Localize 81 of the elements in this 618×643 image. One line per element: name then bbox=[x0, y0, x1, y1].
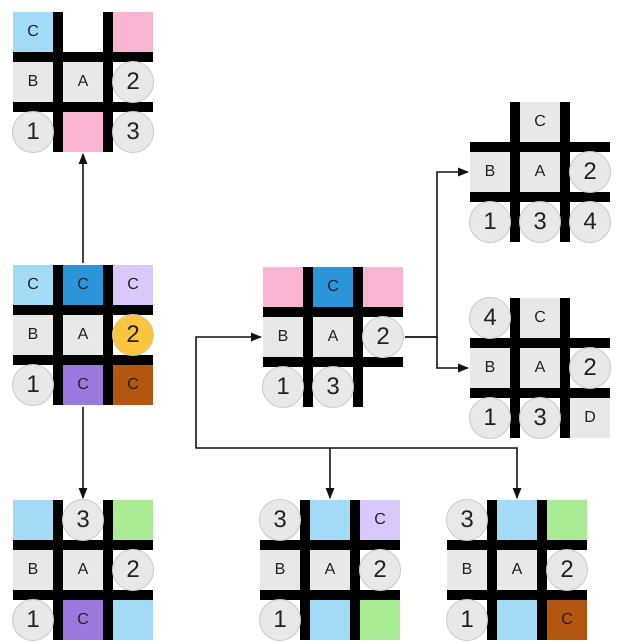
colored-square bbox=[310, 500, 350, 540]
letter-square: A bbox=[63, 550, 103, 590]
tic-tac-toe-grid bbox=[470, 102, 610, 242]
number-token: 1 bbox=[469, 201, 511, 243]
letter-square: C bbox=[13, 12, 53, 52]
colored-square bbox=[113, 12, 153, 52]
number-token: 3 bbox=[519, 397, 561, 439]
arrow bbox=[78, 152, 88, 263]
number-token: 4 bbox=[469, 297, 511, 339]
letter-square: C bbox=[520, 298, 560, 338]
tic-tac-toe-grid bbox=[13, 265, 153, 405]
colored-square bbox=[497, 500, 537, 540]
number-token: 1 bbox=[469, 397, 511, 439]
number-token: 2 bbox=[112, 549, 154, 591]
letter-square: C bbox=[520, 102, 560, 142]
colored-square bbox=[113, 600, 153, 640]
number-token: 2 bbox=[569, 347, 611, 389]
colored-square bbox=[547, 500, 587, 540]
number-token: 2 bbox=[362, 316, 404, 358]
number-token: 2 bbox=[569, 151, 611, 193]
letter-square: A bbox=[63, 62, 103, 102]
tic-tac-toe-grid bbox=[447, 500, 587, 640]
letter-square: C bbox=[113, 365, 153, 405]
colored-square bbox=[360, 600, 400, 640]
tic-tac-toe-grid bbox=[263, 267, 403, 407]
colored-square bbox=[63, 112, 103, 152]
letter-square: C bbox=[313, 267, 353, 307]
letter-square: B bbox=[470, 152, 510, 192]
letter-square: A bbox=[310, 550, 350, 590]
arrow bbox=[330, 447, 522, 500]
letter-square: C bbox=[63, 265, 103, 305]
tic-tac-toe-grid bbox=[470, 298, 610, 438]
number-token: 2 bbox=[359, 549, 401, 591]
number-token: 3 bbox=[62, 499, 104, 541]
arrow bbox=[326, 448, 334, 500]
tic-tac-toe-grid bbox=[260, 500, 400, 640]
letter-square: A bbox=[313, 317, 353, 357]
number-token: 2 bbox=[546, 549, 588, 591]
tic-tac-toe-grid bbox=[13, 500, 153, 640]
letter-square: B bbox=[470, 348, 510, 388]
letter-square: B bbox=[13, 550, 53, 590]
letter-square: B bbox=[260, 550, 300, 590]
number-token: 3 bbox=[259, 499, 301, 541]
letter-square: C bbox=[113, 265, 153, 305]
colored-square bbox=[263, 267, 303, 307]
letter-square: A bbox=[520, 348, 560, 388]
letter-square: A bbox=[63, 315, 103, 355]
number-token: 2 bbox=[112, 314, 154, 356]
colored-square bbox=[497, 600, 537, 640]
letter-square: B bbox=[13, 315, 53, 355]
letter-square: A bbox=[520, 152, 560, 192]
tic-tac-toe-grid bbox=[13, 12, 153, 152]
number-token: 3 bbox=[446, 499, 488, 541]
letter-square: B bbox=[263, 317, 303, 357]
letter-square: B bbox=[13, 62, 53, 102]
number-token: 1 bbox=[12, 111, 54, 153]
letter-square: C bbox=[360, 500, 400, 540]
colored-square bbox=[310, 600, 350, 640]
number-token: 3 bbox=[312, 366, 354, 408]
letter-square: D bbox=[570, 398, 610, 438]
letter-square: C bbox=[13, 265, 53, 305]
number-token: 3 bbox=[112, 111, 154, 153]
colored-square bbox=[113, 500, 153, 540]
arrow bbox=[78, 407, 88, 500]
colored-square bbox=[13, 500, 53, 540]
number-token: 4 bbox=[569, 201, 611, 243]
letter-square: B bbox=[447, 550, 487, 590]
number-token: 1 bbox=[12, 364, 54, 406]
number-token: 2 bbox=[112, 61, 154, 103]
letter-square: A bbox=[497, 550, 537, 590]
number-token: 1 bbox=[446, 599, 488, 641]
number-token: 1 bbox=[12, 599, 54, 641]
number-token: 1 bbox=[262, 366, 304, 408]
number-token: 1 bbox=[259, 599, 301, 641]
arrow bbox=[405, 336, 470, 372]
letter-square: C bbox=[63, 365, 103, 405]
letter-square: C bbox=[63, 600, 103, 640]
letter-square: C bbox=[547, 600, 587, 640]
number-token: 3 bbox=[519, 201, 561, 243]
arrow bbox=[195, 332, 330, 449]
colored-square bbox=[363, 267, 403, 307]
